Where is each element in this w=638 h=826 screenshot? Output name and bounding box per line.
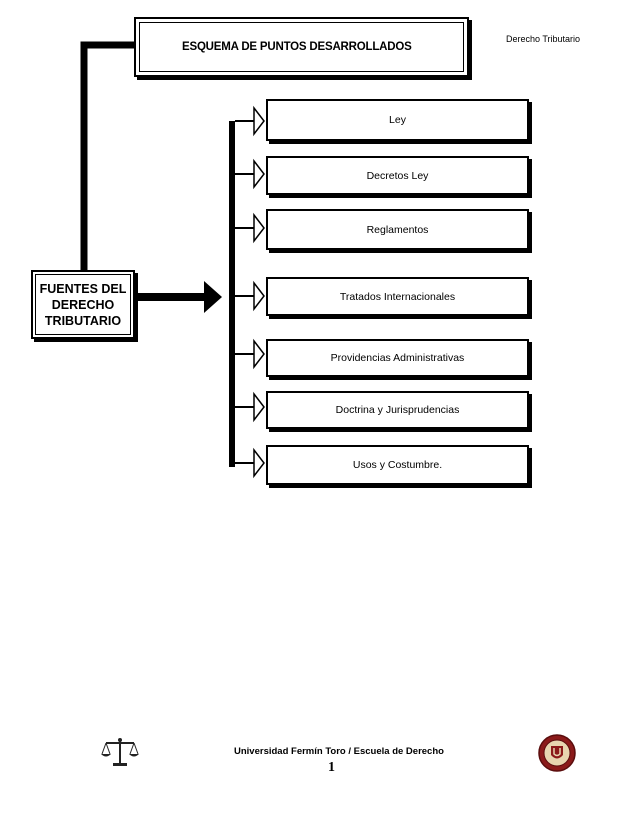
branch-arrow [235,447,265,479]
item-box-doctrina: Doctrina y Jurisprudencias [266,391,529,429]
item-box-tratados: Tratados Internacionales [266,277,529,316]
branch-arrow [235,105,265,137]
branch-arrow [235,158,265,190]
main-arrow-shaft [134,293,204,301]
page-number: 1 [328,760,335,775]
main-topic-box: FUENTES DEL DERECHO TRIBUTARIO [31,270,135,339]
university-seal-icon [538,734,576,772]
scales-of-justice-icon [101,738,139,766]
main-arrow-head [204,281,222,313]
page-title: ESQUEMA DE PUNTOS DESARROLLADOS [139,22,464,72]
item-box-reglamentos: Reglamentos [266,209,529,250]
title-connector-line [80,41,134,270]
item-box-usos: Usos y Costumbre. [266,445,529,485]
item-box-ley: Ley [266,99,529,141]
branch-arrow [235,280,265,312]
footer-institution: Universidad Fermín Toro / Escuela de Der… [234,746,444,757]
spine-line [229,121,235,467]
course-header: Derecho Tributario [506,34,581,44]
item-box-providencias: Providencias Administrativas [266,339,529,377]
branch-arrow [235,212,265,244]
title-box: ESQUEMA DE PUNTOS DESARROLLADOS [134,17,469,77]
item-box-decretos-ley: Decretos Ley [266,156,529,195]
branch-arrow [235,391,265,423]
branch-arrow [235,338,265,370]
main-topic-label: FUENTES DEL DERECHO TRIBUTARIO [35,274,131,335]
